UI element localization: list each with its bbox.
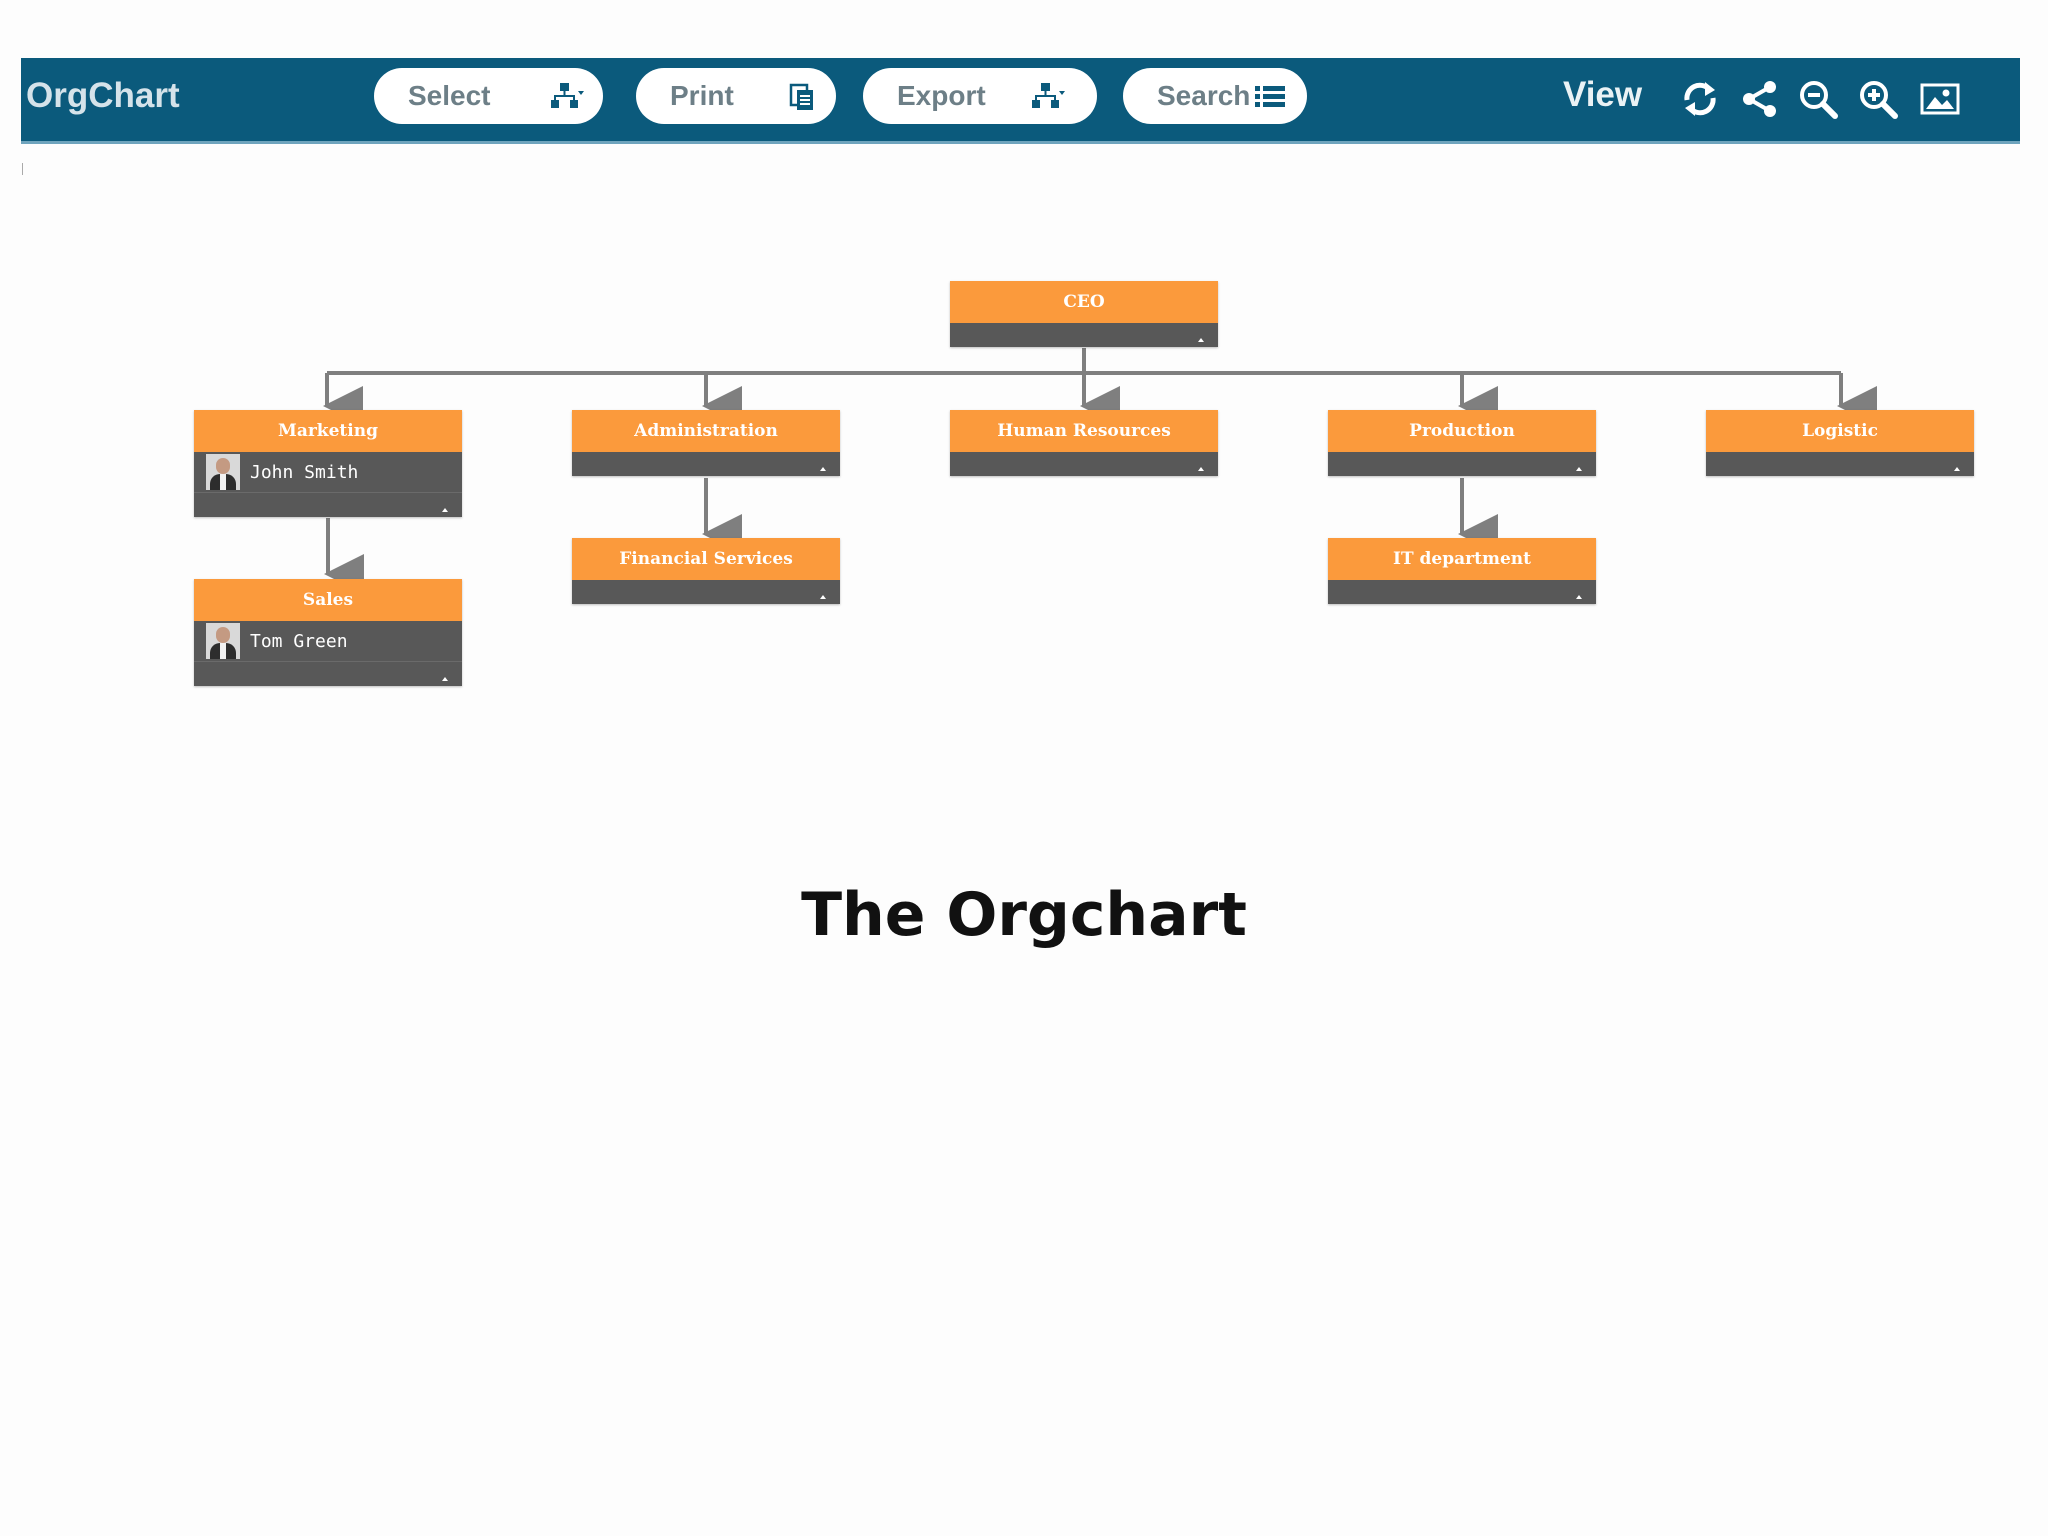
app-title: OrgChart	[26, 76, 180, 115]
zoom-out-icon[interactable]	[1797, 78, 1839, 120]
node-human-resources[interactable]: Human Resources	[950, 410, 1218, 476]
expand-caret-icon[interactable]	[820, 467, 826, 471]
hierarchy-dropdown-icon	[551, 83, 584, 108]
list-icon	[1255, 86, 1285, 107]
expand-caret-icon[interactable]	[1954, 467, 1960, 471]
node-financial-services[interactable]: Financial Services	[572, 538, 840, 604]
select-button-label: Select	[408, 80, 491, 111]
node-body: Tom Green	[194, 621, 462, 686]
node-footer	[1328, 580, 1596, 604]
expand-caret-icon[interactable]	[442, 508, 448, 512]
page-caption: The Orgchart	[801, 880, 1247, 950]
node-title: IT department	[1328, 538, 1596, 580]
node-body: John Smith	[194, 452, 462, 517]
document-copy-icon	[789, 83, 813, 110]
expand-caret-icon[interactable]	[1198, 338, 1204, 342]
export-button[interactable]: Export	[863, 68, 1097, 124]
person-name: John Smith	[250, 461, 359, 483]
node-title: Logistic	[1706, 410, 1974, 452]
expand-caret-icon[interactable]	[1198, 467, 1204, 471]
export-button-label: Export	[897, 80, 986, 111]
search-button[interactable]: Search	[1123, 68, 1307, 124]
node-title: Marketing	[194, 410, 462, 452]
node-it-department[interactable]: IT department	[1328, 538, 1596, 604]
view-label: View	[1563, 75, 1643, 114]
refresh-icon[interactable]	[1679, 78, 1721, 120]
node-person: Tom Green	[194, 621, 462, 662]
node-footer	[194, 493, 462, 517]
expand-caret-icon[interactable]	[820, 595, 826, 599]
node-title: Sales	[194, 579, 462, 621]
node-footer	[572, 452, 840, 476]
node-title: Human Resources	[950, 410, 1218, 452]
node-footer	[950, 323, 1218, 347]
node-person: John Smith	[194, 452, 462, 493]
print-button[interactable]: Print	[636, 68, 836, 124]
node-footer	[950, 452, 1218, 476]
orgchart-toolbar: OrgChart Select Print Export	[21, 58, 2020, 144]
node-footer	[1328, 452, 1596, 476]
zoom-in-icon[interactable]	[1857, 78, 1899, 120]
avatar	[206, 454, 240, 490]
expand-caret-icon[interactable]	[1576, 467, 1582, 471]
image-icon[interactable]	[1919, 78, 1961, 120]
print-button-label: Print	[670, 80, 734, 111]
node-footer	[194, 662, 462, 686]
node-logistic[interactable]: Logistic	[1706, 410, 1974, 476]
node-marketing[interactable]: Marketing John Smith	[194, 410, 462, 517]
node-title: Administration	[572, 410, 840, 452]
search-button-label: Search	[1157, 80, 1251, 111]
node-ceo[interactable]: CEO	[950, 281, 1218, 347]
person-name: Tom Green	[250, 630, 348, 652]
node-title: Financial Services	[572, 538, 840, 580]
node-administration[interactable]: Administration	[572, 410, 840, 476]
share-icon[interactable]	[1739, 78, 1781, 120]
node-title: Production	[1328, 410, 1596, 452]
divider-tick	[22, 163, 23, 175]
node-footer	[1706, 452, 1974, 476]
avatar	[206, 623, 240, 659]
node-sales[interactable]: Sales Tom Green	[194, 579, 462, 686]
select-button[interactable]: Select	[374, 68, 603, 124]
node-footer	[572, 580, 840, 604]
hierarchy-dropdown-icon	[1032, 83, 1065, 108]
node-production[interactable]: Production	[1328, 410, 1596, 476]
expand-caret-icon[interactable]	[1576, 595, 1582, 599]
expand-caret-icon[interactable]	[442, 677, 448, 681]
node-title: CEO	[950, 281, 1218, 323]
